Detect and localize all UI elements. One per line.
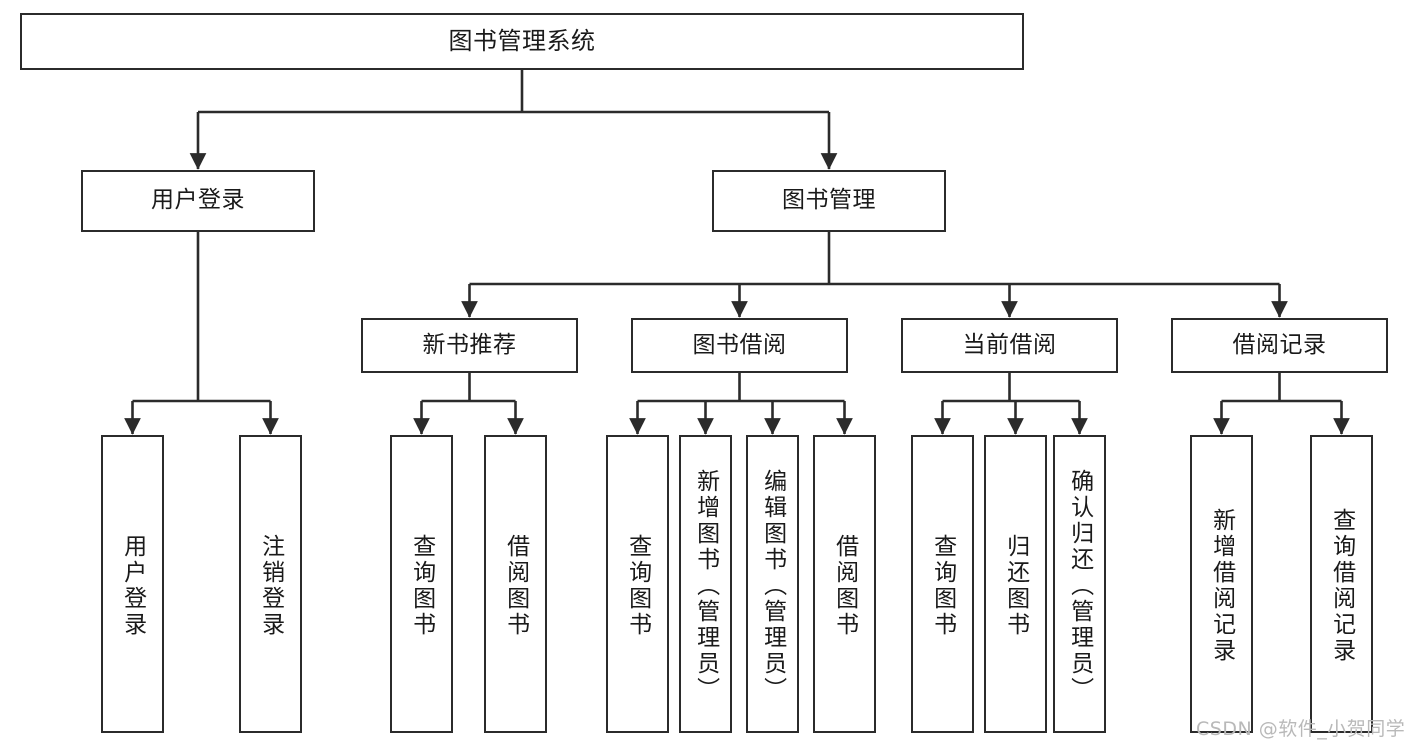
node-label: 查询图书 <box>624 534 651 638</box>
node-label: 用户登录 <box>151 187 245 214</box>
leaf-query-book-3[interactable]: 查询图书 <box>911 435 974 733</box>
node-label: 用户登录 <box>119 534 146 638</box>
node-label: 新增借阅记录 <box>1208 508 1235 664</box>
node-root[interactable]: 图书管理系统 <box>20 13 1024 70</box>
leaf-edit-book[interactable]: 编辑图书（管理员） <box>746 435 799 733</box>
leaf-user-login[interactable]: 用户登录 <box>101 435 164 733</box>
leaf-borrow-book-2[interactable]: 借阅图书 <box>813 435 876 733</box>
node-label: 编辑图书（管理员） <box>759 469 786 703</box>
node-label: 查询图书 <box>408 534 435 638</box>
leaf-query-book-1[interactable]: 查询图书 <box>390 435 453 733</box>
leaf-return-book[interactable]: 归还图书 <box>984 435 1047 733</box>
leaf-confirm-return[interactable]: 确认归还（管理员） <box>1053 435 1106 733</box>
node-label: 新书推荐 <box>422 331 517 358</box>
leaf-borrow-book-1[interactable]: 借阅图书 <box>484 435 547 733</box>
node-new-book-recommend[interactable]: 新书推荐 <box>361 318 578 373</box>
leaf-logout[interactable]: 注销登录 <box>239 435 302 733</box>
node-label: 图书管理 <box>782 187 876 214</box>
node-label: 归还图书 <box>1002 534 1029 638</box>
node-label: 新增图书（管理员） <box>692 469 719 703</box>
node-label: 借阅图书 <box>502 534 529 638</box>
node-label: 当前借阅 <box>962 331 1057 358</box>
node-book-borrow[interactable]: 图书借阅 <box>631 318 848 373</box>
node-label: 查询借阅记录 <box>1328 508 1355 664</box>
node-label: 借阅图书 <box>831 534 858 638</box>
leaf-query-book-2[interactable]: 查询图书 <box>606 435 669 733</box>
node-borrow-record[interactable]: 借阅记录 <box>1171 318 1388 373</box>
node-label: 借阅记录 <box>1232 331 1327 358</box>
leaf-add-book[interactable]: 新增图书（管理员） <box>679 435 732 733</box>
watermark: CSDN @软件_小贺同学 <box>1196 718 1405 740</box>
node-label: 查询图书 <box>929 534 956 638</box>
node-label: 图书借阅 <box>692 331 787 358</box>
node-current-borrow[interactable]: 当前借阅 <box>901 318 1118 373</box>
leaf-query-borrow-record[interactable]: 查询借阅记录 <box>1310 435 1373 733</box>
leaf-add-borrow-record[interactable]: 新增借阅记录 <box>1190 435 1253 733</box>
node-label: 确认归还（管理员） <box>1066 469 1093 703</box>
node-label: 图书管理系统 <box>448 27 596 56</box>
node-user-login[interactable]: 用户登录 <box>81 170 315 232</box>
node-label: 注销登录 <box>257 534 284 638</box>
node-book-management[interactable]: 图书管理 <box>712 170 946 232</box>
